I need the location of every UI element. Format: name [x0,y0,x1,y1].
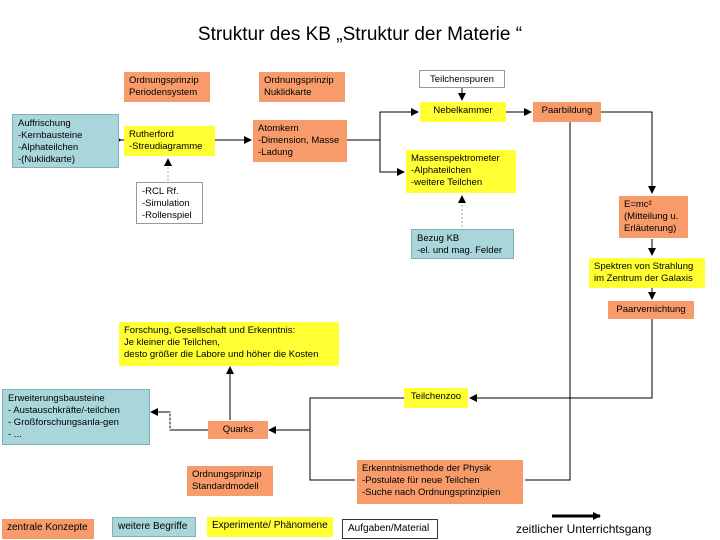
node-bezug-kb: Bezug KB -el. und mag. Felder [411,229,514,259]
node-paarbildung: Paarbildung [533,102,601,122]
edge-teilchenzoo-quarks [268,397,404,434]
node-paarvernichtung: Paarvernichtung [608,301,694,319]
node-spektren: Spektren von Strahlung im Zentrum der Ga… [589,258,705,288]
legend-weitere-begriffe: weitere Begriffe [112,517,196,537]
legend-experimente: Experimente/ Phänomene [207,517,333,537]
node-auffrischung: Auffrischung -Kernbausteine -Alphateilch… [12,114,119,168]
page-title: Struktur des KB „Struktur der Materie “ [197,24,523,45]
node-atomkern: Atomkern -Dimension, Masse -Ladung [253,120,347,162]
node-rutherford: Rutherford -Streudiagramme [124,126,215,156]
node-ordnungsprinzip-standardmodell: Ordnungsprinzip Standardmodell [187,466,273,496]
node-ordnungsprinzip-nuklidkarte: Ordnungsprinzip Nuklidkarte [259,72,345,102]
node-teilchenzoo: Teilchenzoo [404,388,468,408]
node-massenspektrometer: Massenspektrometer -Alphateilchen -weite… [406,150,516,193]
node-teilchenspuren: Teilchenspuren [419,70,505,88]
edge-quarks-erkenntnis [309,430,355,481]
node-nebelkammer: Nebelkammer [420,102,506,122]
edge-paarbildung-emc2 [601,111,656,194]
edge-paarbildung-erkenntnis [525,122,571,481]
node-emc2: E=mc² (Mitteilung u. Erläuterung) [619,196,688,238]
legend-aufgaben: Aufgaben/Material [342,519,438,539]
legend-zentrale-konzepte: zentrale Konzepte [2,519,94,539]
node-forschung: Forschung, Gesellschaft und Erkenntnis: … [119,322,339,366]
node-erkenntnismethode: Erkenntnismethode der Physik -Postulate … [357,460,523,504]
node-rcl-simulation: -RCL Rf. -Simulation -Rollenspiel [136,182,203,224]
edge-paarvernichtung-teilchenzoo [469,319,653,402]
node-quarks: Quarks [208,421,268,439]
edge-atomkern-massenspektrometer [379,140,405,176]
edge-atomkern-nebelkammer [347,108,419,141]
node-erweiterungsbausteine: Erweiterungsbausteine - Austauschkräfte/… [2,389,150,445]
edge-quarks-erweiterung [150,408,208,431]
node-ordnungsprinzip-periodensystem: Ordnungsprinzip Periodensystem [124,72,210,102]
legend-timeline-label: zeitlicher Unterrichtsgang [516,522,652,536]
